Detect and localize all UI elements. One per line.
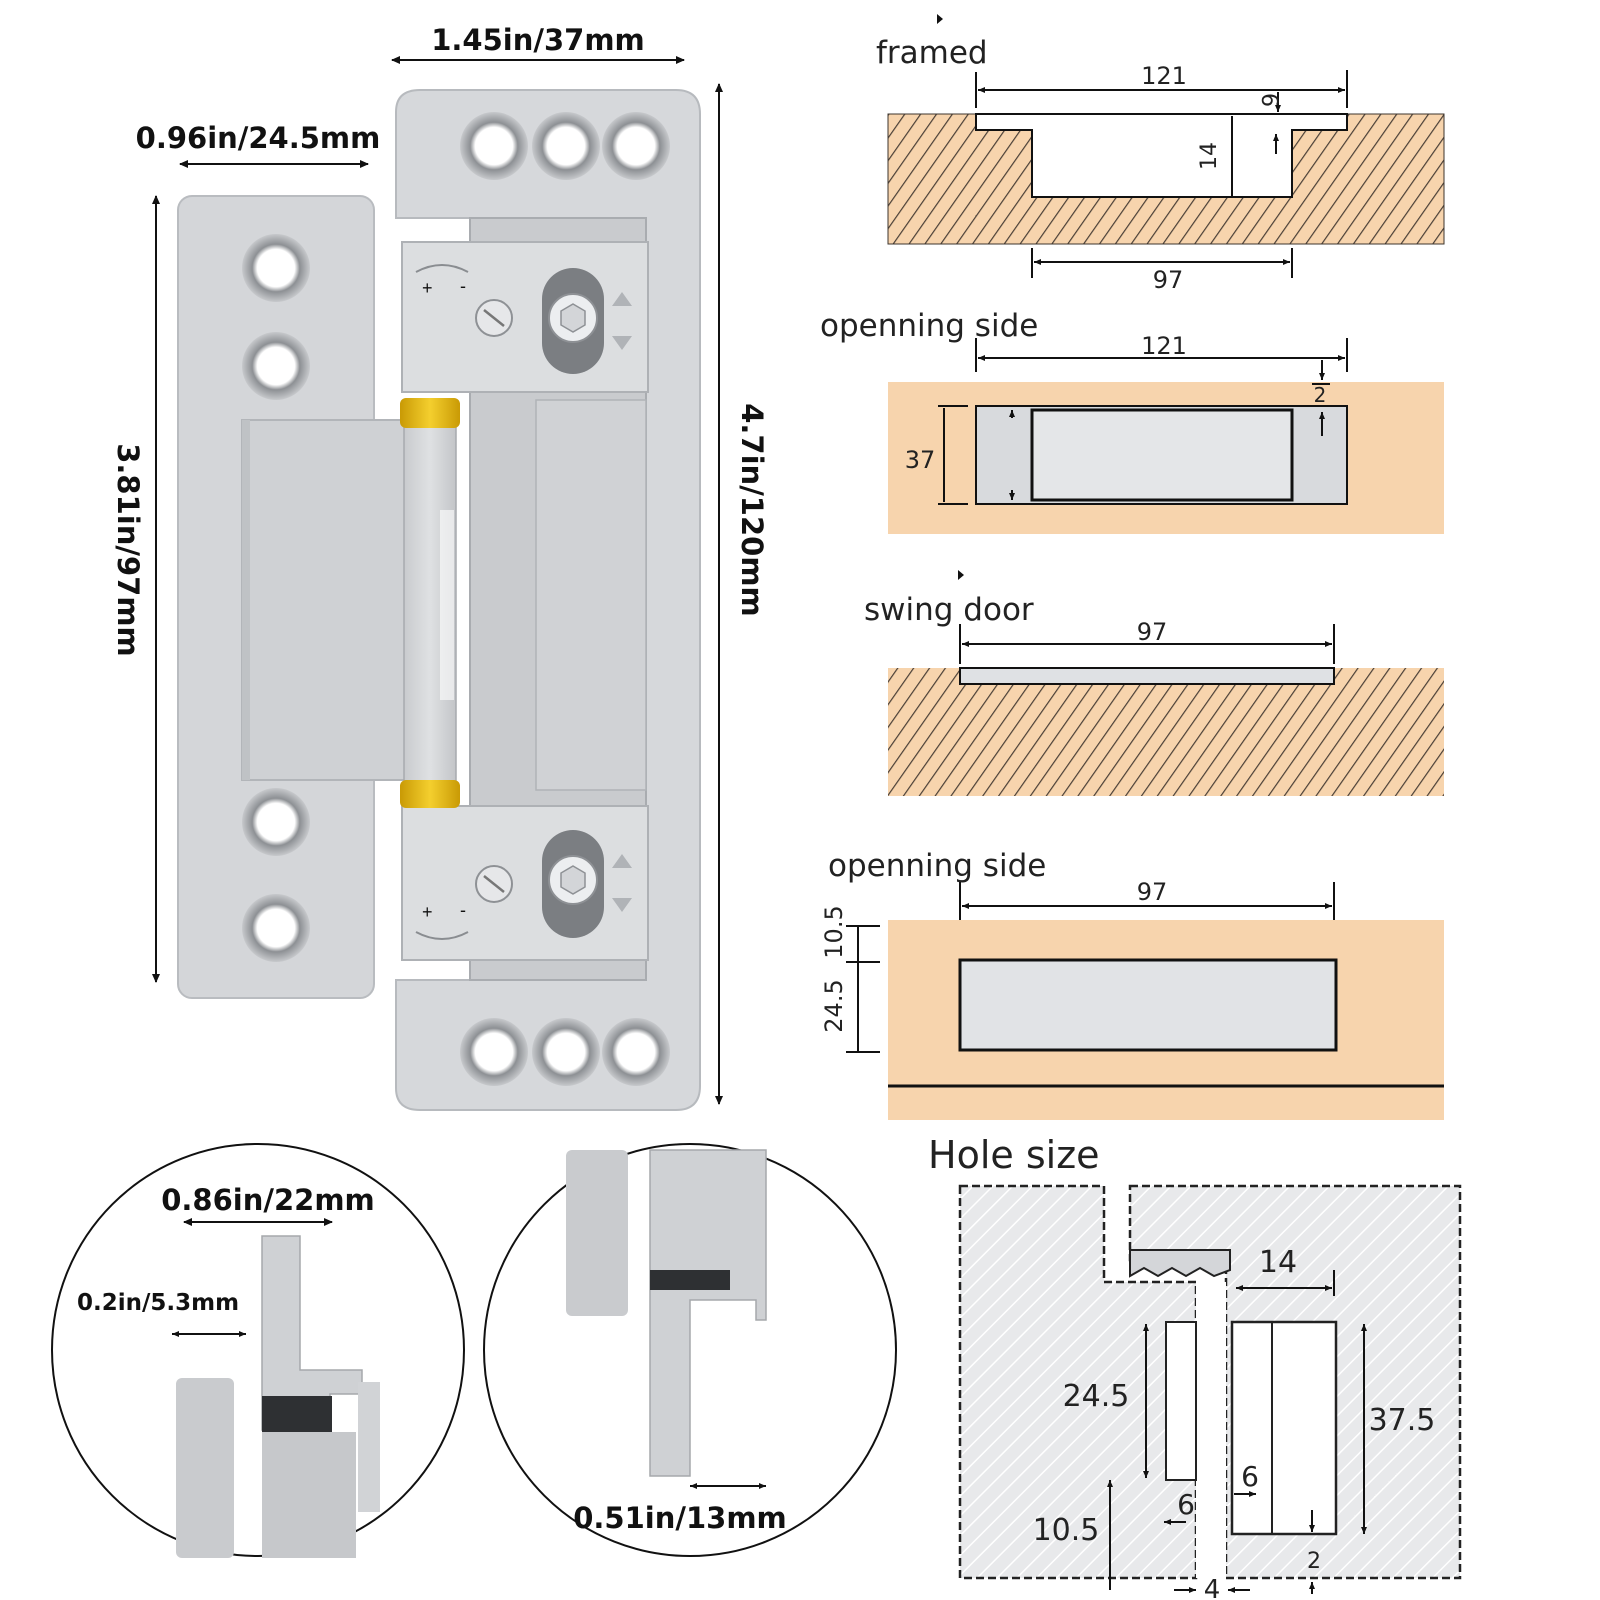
detail-circle-right: 0.51in/13mm (483, 1143, 897, 1557)
swing-door-length-label: 97 (1137, 618, 1168, 646)
framed-recess-outline (975, 113, 1348, 198)
adjust-minus-label: - (460, 276, 466, 296)
updown-arrow-icon (612, 292, 632, 350)
opening-side-1-title: openning side (820, 308, 1038, 344)
leaf-knuckle-body (241, 419, 419, 781)
hole-size-6a-label: 6 (1177, 1488, 1195, 1521)
frame-screw-hole (460, 112, 528, 180)
dim-top-width-label: 1.45in/37mm (431, 23, 645, 57)
opening-side-1-height-label: 37 (905, 446, 936, 474)
detail-left-gap-label: 0.2in/5.3mm (77, 1290, 239, 1316)
opening-side-2-length-label: 97 (1137, 878, 1168, 906)
leaf-screw-hole (242, 234, 310, 302)
frame-screw-hole (532, 112, 600, 180)
swing-door-section: swing door 97 (864, 570, 1444, 796)
hole-size-24-5-label: 24.5 (1063, 1379, 1130, 1414)
framed-depth-small-label: 6 (1256, 93, 1281, 107)
hole-size-4-label: 4 (1204, 1575, 1221, 1600)
hole-size-pocket-right (1230, 1320, 1338, 1536)
opening-side-1-section: openning side 121 2 37 (820, 308, 1444, 534)
upper-adjust-block: + - (401, 241, 649, 393)
leaf-screw-hole (242, 788, 310, 856)
opening-side-2-title: openning side (828, 848, 1046, 884)
detail-right-offset-label: 0.51in/13mm (573, 1501, 787, 1535)
frame-screw-hole (532, 1018, 600, 1086)
frame-screw-hole (602, 112, 670, 180)
lower-adjust-block: + - (401, 805, 649, 961)
hole-size-6b-label: 6 (1241, 1460, 1259, 1493)
leaf-screw-hole (242, 894, 310, 962)
leaf-screw-hole (242, 332, 310, 400)
hole-size-title: Hole size (928, 1133, 1100, 1177)
hole-size-slot (1196, 1282, 1226, 1578)
swing-door-wood (888, 668, 1444, 796)
adjust-minus-label: - (460, 900, 466, 920)
hole-size-10-5-label: 10.5 (1033, 1513, 1100, 1548)
framed-top-length-label: 121 (1141, 62, 1187, 90)
frame-screw-hole (602, 1018, 670, 1086)
hole-size-section: Hole size 14 24.5 37.5 6 6 10.5 2 4 (928, 1133, 1462, 1600)
updown-arrow-icon (612, 854, 632, 912)
swing-door-title: swing door (864, 592, 1034, 628)
dim-leaf-height-label: 3.81in/97mm (111, 443, 145, 657)
hole-size-37-5-label: 37.5 (1369, 1403, 1436, 1438)
framed-bottom-length-label: 97 (1153, 266, 1184, 294)
hole-size-pocket-left (1165, 1321, 1197, 1481)
framed-depth-large-label: 14 (1197, 142, 1222, 170)
detail-left-width-label: 0.86in/22mm (161, 1183, 375, 1217)
opening-side-2-section: openning side 97 10.5 24.5 (820, 848, 1444, 1120)
opening-side-2-offset-label: 10.5 (820, 905, 848, 958)
frame-screw-hole (460, 1018, 528, 1086)
opening-side-1-edge-label: 2 (1314, 383, 1327, 407)
marker-icon (937, 14, 943, 24)
framed-title: framed (876, 35, 988, 71)
adjust-plus-label: + (422, 902, 433, 922)
opening-side-1-length-label: 121 (1141, 332, 1187, 360)
opening-side-2-height-label: 24.5 (820, 979, 848, 1032)
framed-section: framed 121 6 14 97 (876, 14, 1445, 294)
detail-circle-left: 0.86in/22mm 0.2in/5.3mm (51, 1143, 465, 1558)
marker-icon (958, 570, 964, 580)
brass-bushing-bottom (400, 780, 460, 808)
adjust-plus-label: + (422, 278, 433, 298)
opening-side-2-plate (958, 958, 1338, 1052)
swing-door-recess (959, 667, 1335, 685)
opening-side-1-inner (1030, 408, 1294, 502)
dim-total-height-label: 4.7in/120mm (735, 403, 769, 617)
hole-size-14-label: 14 (1259, 1245, 1297, 1280)
hinge-main-view: 1.45in/37mm 0.96in/24.5mm 3.81in/97mm 4.… (111, 23, 769, 1111)
dim-leaf-width-label: 0.96in/24.5mm (136, 121, 381, 155)
brass-bushing-top (400, 398, 460, 428)
hole-size-2-label: 2 (1307, 1549, 1321, 1574)
